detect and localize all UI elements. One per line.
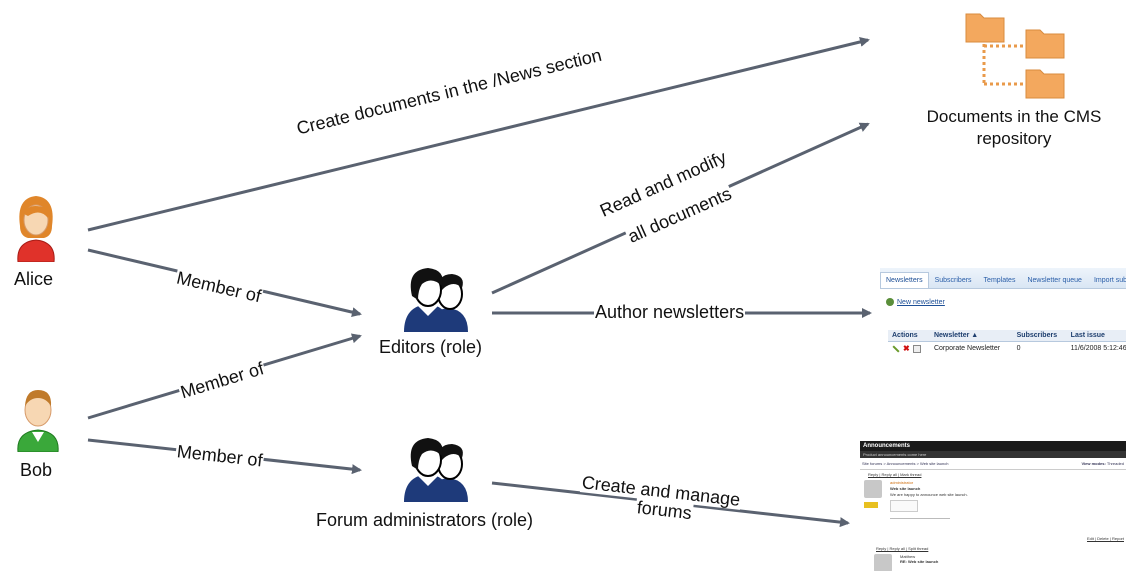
new-newsletter-link: New newsletter — [886, 298, 945, 306]
reply-link: Reply | Reply all | Split thread — [876, 546, 929, 551]
edge-alice-documents — [87, 37, 870, 232]
forum-admins-label: Forum administrators (role) — [316, 510, 534, 530]
editors-role-node — [400, 266, 472, 332]
tab-templates: Templates — [983, 277, 1016, 284]
post-title: Web site launch — [890, 486, 921, 491]
new-newsletter-icon — [886, 298, 894, 306]
col-actions: Actions — [888, 330, 930, 342]
forum-admin-role-icon — [404, 438, 468, 502]
newsletter-tabs: Newsletters Subscribers Templates Newsle… — [880, 268, 1126, 289]
post-badge — [890, 500, 918, 512]
documents-label: Documents in the CMS repository — [926, 107, 1102, 148]
view-icon — [912, 344, 921, 353]
alice-node — [6, 192, 66, 263]
newsletter-table-header: Actions Newsletter ▲ Subscribers Last is… — [888, 330, 1126, 342]
post-divider — [890, 518, 950, 519]
reply-author: Matthew — [900, 554, 916, 559]
new-newsletter-label: New newsletter — [897, 298, 945, 306]
edit-icon — [892, 344, 900, 353]
row-last-issue: 11/6/2008 5:12:46 — [1070, 345, 1126, 352]
bob-label: Bob — [20, 460, 53, 480]
row-actions: ✖ — [888, 342, 930, 356]
tab-subscribers: Subscribers — [934, 277, 972, 284]
editors-role-icon — [404, 268, 468, 332]
post-author: administrator — [890, 480, 914, 485]
row-newsletter: Corporate Newsletter — [933, 345, 1001, 352]
edge-label-author-newsletters: Author newsletters — [594, 302, 746, 322]
newsletter-screenshot: Newsletters Subscribers Templates Newsle… — [880, 268, 1126, 364]
editors-label: Editors (role) — [379, 337, 483, 357]
folder-tree-icon — [965, 13, 1065, 99]
documents-node — [960, 6, 1070, 100]
post-link-2: Edit | Delete | Report — [1087, 536, 1124, 541]
newsletter-table: Actions Newsletter ▲ Subscribers Last is… — [888, 330, 1126, 355]
reply-title: RE: Web site launch — [900, 559, 939, 564]
forum-reply: Reply | Reply all | Split thread Matthew… — [860, 546, 1126, 571]
avatar — [874, 554, 892, 571]
forum-post: Reply | Reply all | Mark thread administ… — [860, 470, 1126, 546]
tab-newsletter-queue: Newsletter queue — [1027, 277, 1082, 284]
post-link-1: Reply | Reply all | Mark thread — [868, 472, 922, 477]
delete-icon: ✖ — [902, 344, 910, 353]
alice-label: Alice — [14, 269, 54, 289]
post-stars-icon — [864, 502, 878, 508]
view-mode-value: Threaded — [1106, 461, 1124, 466]
bob-icon — [17, 390, 59, 453]
col-subscribers: Subscribers — [1012, 330, 1067, 342]
tab-newsletters: Newsletters — [880, 272, 929, 288]
table-row: ✖ Corporate Newsletter 0 11/6/2008 5:12:… — [888, 342, 1126, 356]
col-last-issue: Last issue — [1066, 330, 1126, 342]
col-newsletter: Newsletter ▲ — [929, 330, 1013, 342]
post-text: We are happy to announce web site launch… — [890, 492, 968, 497]
tab-import-subscribers: Import subscribers — [1093, 277, 1126, 284]
forum-breadcrumb-bar: Site forums > Announcements > Web site l… — [860, 458, 1126, 470]
forum-admin-role-node — [400, 436, 472, 502]
forum-title: Announcements — [860, 441, 1126, 451]
avatar — [864, 480, 882, 498]
bob-node — [8, 386, 68, 453]
view-mode-label: View modes: — [1081, 461, 1106, 466]
row-subscribers: 0 — [1016, 345, 1021, 352]
alice-icon — [17, 196, 55, 263]
forum-subtitle: Product announcements come here — [860, 451, 1126, 458]
forum-breadcrumb: Site forums > Announcements > Web site l… — [862, 461, 949, 466]
forum-screenshot: Announcements Product announcements come… — [860, 441, 1126, 571]
forum-view-mode: View modes: Threaded — [1081, 461, 1124, 466]
